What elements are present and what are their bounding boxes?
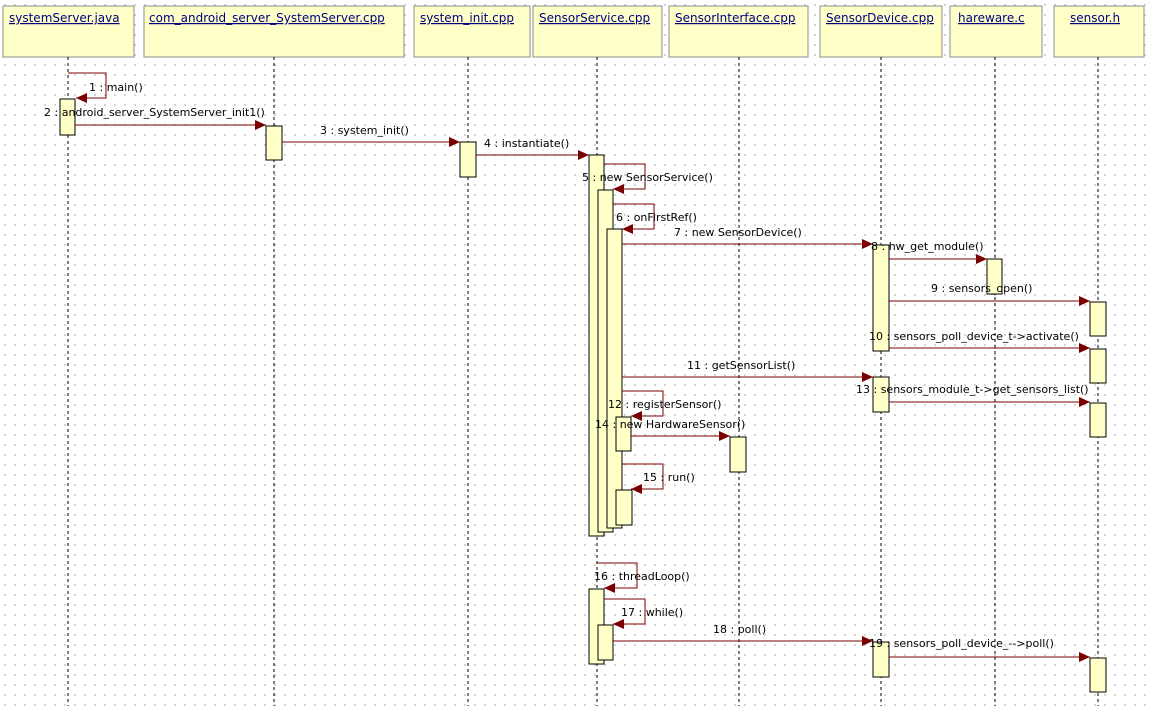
- message-3[interactable]: 3 : system_init(): [282, 124, 460, 147]
- message-label: 19 : sensors_poll_device_-->poll(): [869, 637, 1054, 650]
- message-11[interactable]: 11 : getSensorList(): [622, 359, 873, 382]
- activation-bar: [1089, 402, 1107, 438]
- message-4[interactable]: 4 : instantiate(): [476, 137, 589, 160]
- message-6[interactable]: 6 : onFirstRef(): [613, 203, 697, 234]
- participant-label: SensorInterface.cpp: [675, 11, 796, 25]
- activation-bar: [872, 244, 890, 352]
- message-label: 9 : sensors_open(): [931, 282, 1032, 295]
- message-5[interactable]: 5 : new SensorService(): [582, 163, 713, 194]
- message-14[interactable]: 14 : new HardwareSensor(): [595, 418, 745, 441]
- participant-label: hareware.c: [958, 11, 1025, 25]
- participant-system-init[interactable]: system_init.cpp: [413, 5, 531, 58]
- participant-sensordevice[interactable]: SensorDevice.cpp: [819, 5, 943, 58]
- activation-bar: [606, 228, 623, 529]
- activation-bar: [729, 436, 747, 473]
- participant-sensorservice[interactable]: SensorService.cpp: [532, 5, 663, 58]
- activation-bar: [615, 416, 632, 452]
- message-17[interactable]: 17 : while(): [604, 598, 683, 629]
- message-label: 7 : new SensorDevice(): [674, 226, 802, 239]
- message-9[interactable]: 9 : sensors_open(): [889, 282, 1090, 306]
- message-label: 12 : registerSensor(): [608, 398, 721, 411]
- message-10[interactable]: 10 : sensors_poll_device_t->activate(): [869, 330, 1090, 353]
- message-label: 8 : hw_get_module(): [871, 240, 984, 253]
- activation-bar: [615, 489, 633, 526]
- message-label: 18 : poll(): [713, 623, 766, 636]
- message-label: 15 : run(): [643, 471, 695, 484]
- participant-systemserver-java[interactable]: systemServer.java: [2, 5, 135, 58]
- participant-label: com_android_server_SystemServer.cpp: [149, 11, 385, 25]
- participant-sensor-h[interactable]: sensor.h: [1053, 5, 1145, 58]
- message-label: 2 : android_server_SystemServer_init1(): [44, 106, 265, 119]
- message-15[interactable]: 15 : run(): [622, 463, 695, 494]
- activation-bar: [597, 624, 614, 661]
- message-1[interactable]: 1 : main(): [68, 72, 143, 103]
- participant-label: system_init.cpp: [420, 11, 514, 25]
- activation-bar: [872, 376, 890, 413]
- message-label: 6 : onFirstRef(): [616, 211, 697, 224]
- message-2[interactable]: 2 : android_server_SystemServer_init1(): [44, 106, 266, 130]
- activation-bar: [459, 141, 477, 178]
- message-label: 4 : instantiate(): [484, 137, 569, 150]
- participant-label: sensor.h: [1070, 11, 1120, 25]
- activation-bar: [1089, 301, 1107, 337]
- message-19[interactable]: 19 : sensors_poll_device_-->poll(): [869, 637, 1090, 662]
- message-label: 10 : sensors_poll_device_t->activate(): [869, 330, 1079, 343]
- message-label: 17 : while(): [621, 606, 683, 619]
- activation-bar: [872, 641, 890, 678]
- message-12[interactable]: 12 : registerSensor(): [608, 390, 721, 421]
- participant-label: SensorDevice.cpp: [826, 11, 934, 25]
- message-16[interactable]: 16 : threadLoop(): [594, 562, 690, 593]
- participant-sensorinterface[interactable]: SensorInterface.cpp: [668, 5, 809, 58]
- message-8[interactable]: 8 : hw_get_module(): [871, 240, 987, 264]
- activation-bar: [986, 258, 1003, 295]
- message-7[interactable]: 7 : new SensorDevice(): [622, 226, 873, 249]
- activation-bar: [1089, 348, 1107, 384]
- message-label: 5 : new SensorService(): [582, 171, 713, 184]
- message-13[interactable]: 13 : sensors_module_t->get_sensors_list(…: [856, 383, 1090, 407]
- message-label: 16 : threadLoop(): [594, 570, 690, 583]
- participant-label: SensorService.cpp: [539, 11, 650, 25]
- participant-hareware[interactable]: hareware.c: [949, 5, 1043, 58]
- activation-bar: [265, 125, 283, 161]
- message-label: 13 : sensors_module_t->get_sensors_list(…: [856, 383, 1089, 396]
- message-label: 14 : new HardwareSensor(): [595, 418, 745, 431]
- message-label: 11 : getSensorList(): [687, 359, 795, 372]
- activation-bar: [1089, 657, 1107, 693]
- message-label: 3 : system_init(): [320, 124, 409, 137]
- participant-label: systemServer.java: [9, 11, 120, 25]
- participant-systemserver-cpp[interactable]: com_android_server_SystemServer.cpp: [143, 5, 405, 58]
- message-label: 1 : main(): [89, 81, 143, 94]
- message-18[interactable]: 18 : poll(): [613, 623, 873, 646]
- activation-bar: [59, 98, 76, 136]
